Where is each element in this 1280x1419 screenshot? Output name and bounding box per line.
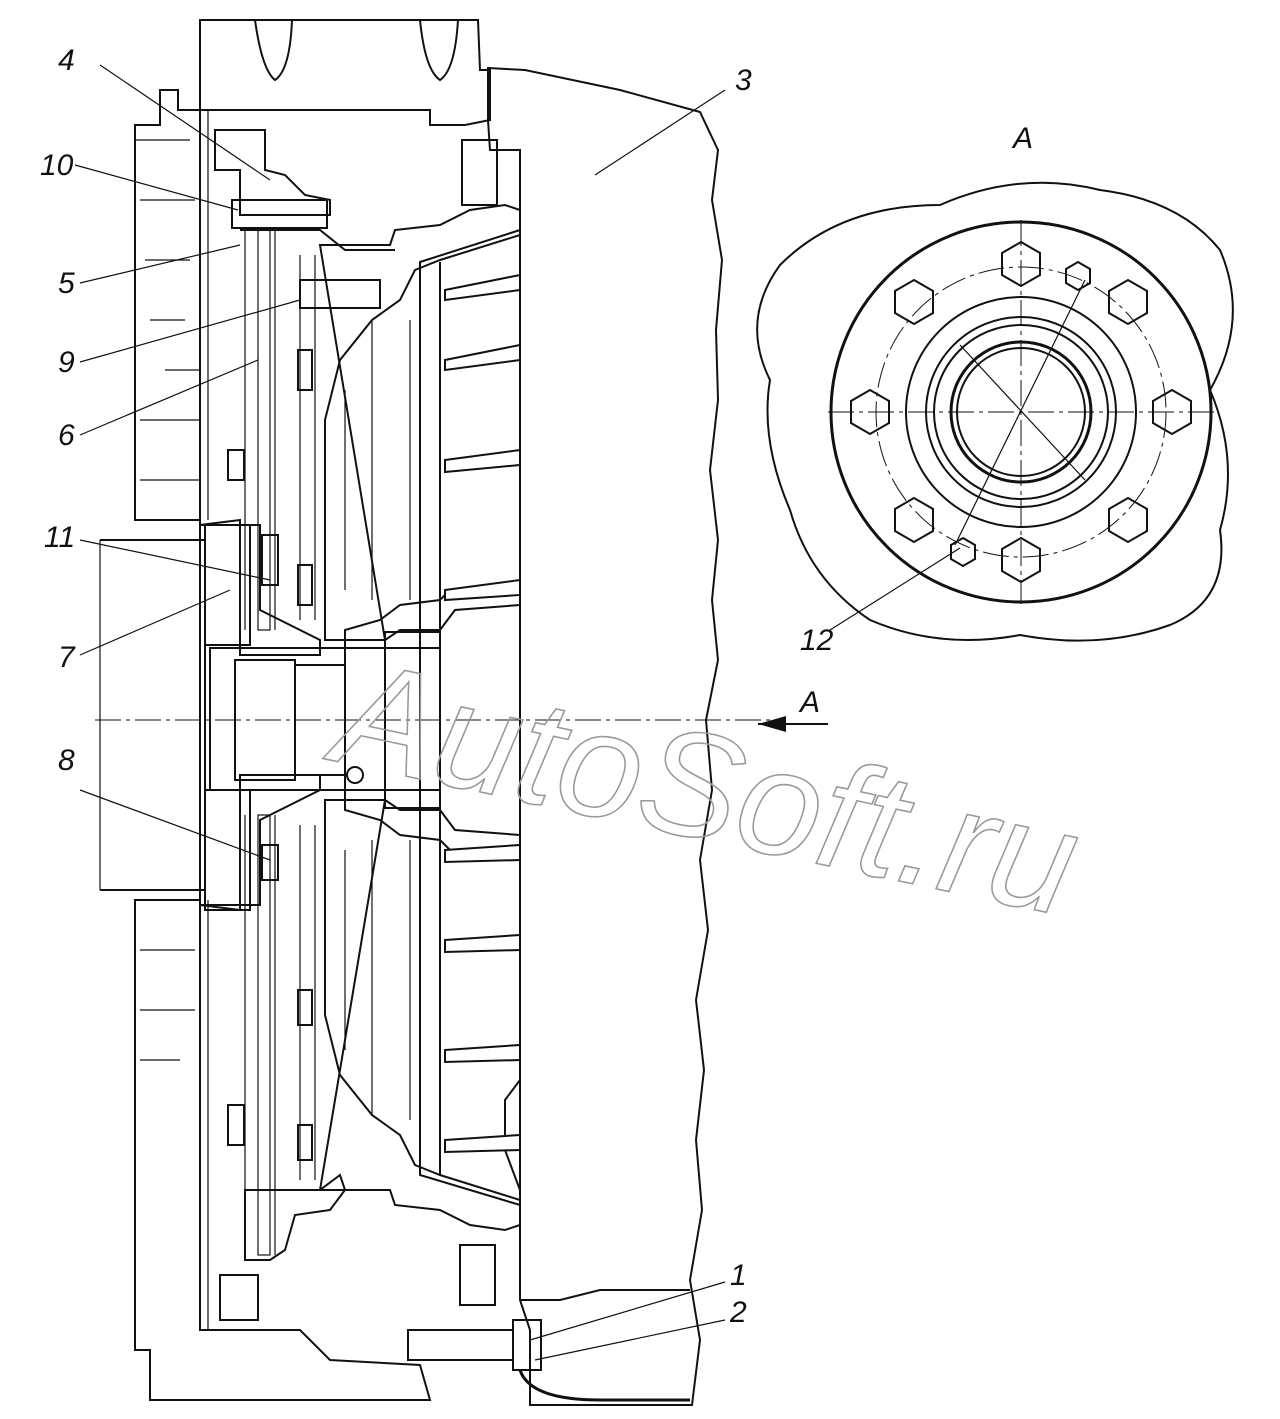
diaphragm-spring: [419, 228, 521, 1207]
callout-11: 11: [44, 521, 75, 554]
callout-5: 5: [58, 267, 75, 300]
callout-12: 12: [800, 624, 834, 657]
view-a: A: [756, 122, 1234, 642]
input-shaft: [99, 539, 206, 891]
leader-lines: [74, 64, 961, 1361]
ring-gear: [214, 129, 347, 1321]
section-arrow: A: [758, 686, 828, 732]
view-a-label: A: [1011, 122, 1033, 155]
callout-1: 1: [730, 1259, 747, 1292]
callout-9: 9: [58, 346, 75, 379]
callout-3: 3: [735, 64, 752, 97]
driven-disc: [227, 229, 316, 1256]
callout-6: 6: [58, 419, 75, 452]
callout-7: 7: [58, 641, 76, 674]
callout-4: 4: [58, 44, 75, 77]
callout-8: 8: [58, 744, 75, 777]
pins: [231, 139, 498, 1306]
flywheel-body: [487, 66, 724, 1406]
callout-2: 2: [729, 1296, 747, 1329]
mounting-bolt: [407, 1319, 690, 1402]
section-arrow-label: A: [798, 686, 820, 719]
callouts: 1 2 3 4 5 6 7 8 9 10 11 12: [40, 44, 834, 1329]
callout-10: 10: [40, 149, 74, 182]
